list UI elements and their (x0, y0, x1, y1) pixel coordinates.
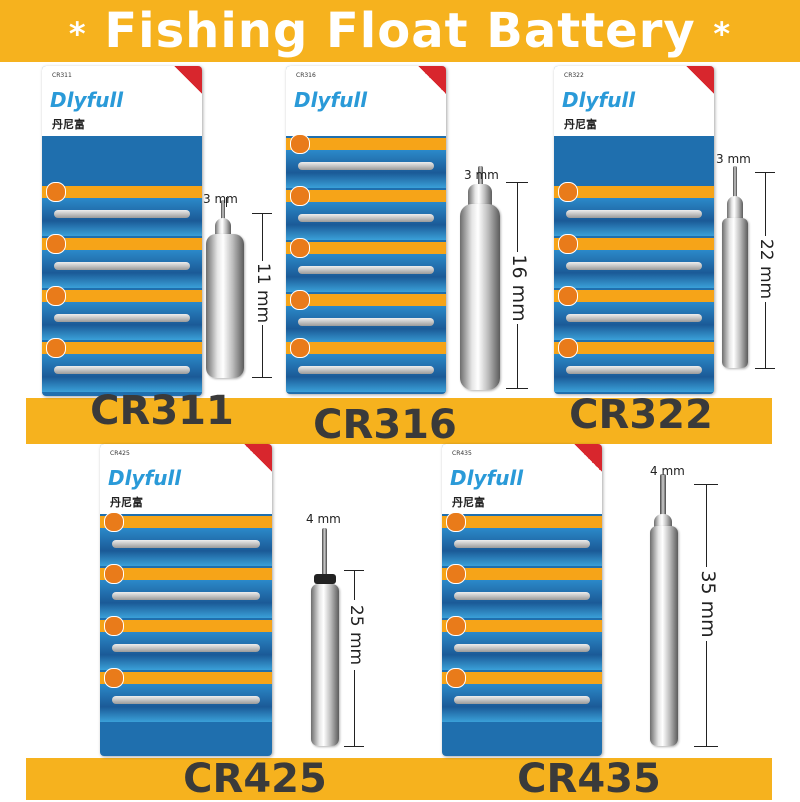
label-band-bottom (26, 758, 772, 800)
card-corner (174, 66, 202, 94)
dim-tick (344, 570, 364, 571)
dim-tick (694, 484, 718, 485)
card-brand: Dlyfull (108, 466, 182, 490)
card-brand: Dlyfull (50, 88, 124, 112)
title-text: Fishing Float Battery (104, 3, 696, 59)
card-header (100, 444, 272, 514)
battery-shoulder (215, 218, 231, 236)
battery-card-cr316: CR316 Dlyfull (286, 66, 446, 394)
card-row (42, 338, 202, 392)
length-label: 25 mm (344, 600, 366, 670)
dim-tick (252, 213, 272, 214)
card-model: CR311 (52, 72, 72, 79)
battery-cr322 (722, 218, 748, 368)
diameter-label: 3 mm (464, 168, 499, 182)
diameter-label: 4 mm (306, 512, 341, 526)
battery-card-cr435: CR435 Dlyfull 丹尼富 (442, 444, 602, 756)
card-brand-cn: 丹尼富 (564, 118, 597, 131)
card-row (554, 286, 714, 340)
card-row (286, 238, 446, 292)
model-label-cr322: CR322 (569, 392, 713, 438)
battery-card-cr425: CR425 Dlyfull 丹尼富 (100, 444, 272, 756)
card-row (42, 182, 202, 236)
star-left: * (68, 15, 87, 53)
diameter-label: 3 mm (203, 192, 238, 206)
card-row (286, 186, 446, 240)
battery-shoulder (727, 196, 743, 220)
card-brand: Dlyfull (450, 466, 524, 490)
card-brand: Dlyfull (294, 88, 368, 112)
battery-shoulder (654, 514, 672, 528)
battery-cr425 (311, 584, 339, 746)
length-label: 11 mm (251, 261, 273, 325)
card-row (554, 338, 714, 392)
model-label-cr435: CR435 (517, 756, 661, 802)
card-row (554, 182, 714, 236)
dim-tick (252, 377, 272, 378)
card-row (442, 616, 602, 670)
card-row (100, 512, 272, 566)
card-corner (686, 66, 714, 94)
label-band-top (26, 398, 772, 444)
dim-tick (344, 746, 364, 747)
title-banner (0, 0, 800, 62)
card-row (100, 668, 272, 722)
card-row (286, 290, 446, 344)
card-row (100, 564, 272, 618)
battery-cr311 (206, 234, 244, 378)
battery-ring (314, 574, 336, 584)
card-row (442, 668, 602, 722)
battery-card-cr322: CR322 Dlyfull 丹尼富 (554, 66, 714, 394)
dim-tick (755, 368, 775, 369)
battery-pin (478, 166, 483, 186)
card-brand: Dlyfull (562, 88, 636, 112)
battery-pin (733, 166, 737, 200)
card-corner (418, 66, 446, 94)
battery-pin (322, 528, 327, 576)
card-corner (574, 444, 602, 472)
dim-tick (506, 182, 528, 183)
card-model: CR316 (296, 72, 316, 79)
card-row (286, 338, 446, 392)
length-label: 22 mm (754, 236, 776, 302)
battery-shoulder (468, 184, 492, 206)
card-row (442, 564, 602, 618)
length-label: 16 mm (506, 252, 530, 324)
battery-pin (660, 474, 666, 518)
battery-card-cr311: CR311 Dlyfull 丹尼富 (42, 66, 202, 396)
card-brand-cn: 丹尼富 (52, 118, 85, 131)
card-row (42, 286, 202, 340)
battery-cr435 (650, 526, 678, 746)
card-model: CR322 (564, 72, 584, 79)
length-label: 35 mm (695, 567, 719, 641)
page-title: * Fishing Float Battery * (0, 2, 800, 63)
dim-tick (506, 388, 528, 389)
model-label-cr316: CR316 (313, 402, 457, 448)
card-model: CR425 (110, 450, 130, 457)
model-label-cr311: CR311 (90, 388, 234, 434)
card-row (100, 616, 272, 670)
star-right: * (713, 15, 732, 53)
battery-cr316 (460, 204, 500, 390)
dim-tick (694, 746, 718, 747)
dim-line (226, 197, 227, 207)
diameter-label: 3 mm (716, 152, 751, 166)
card-row (554, 234, 714, 288)
diameter-label: 4 mm (650, 464, 685, 478)
card-brand-cn: 丹尼富 (452, 496, 485, 509)
card-row (42, 234, 202, 288)
card-corner (244, 444, 272, 472)
model-label-cr425: CR425 (183, 756, 327, 802)
card-brand-cn: 丹尼富 (110, 496, 143, 509)
card-row (286, 134, 446, 188)
dim-tick (755, 172, 775, 173)
battery-pin (221, 200, 225, 220)
card-row (442, 512, 602, 566)
card-model: CR435 (452, 450, 472, 457)
